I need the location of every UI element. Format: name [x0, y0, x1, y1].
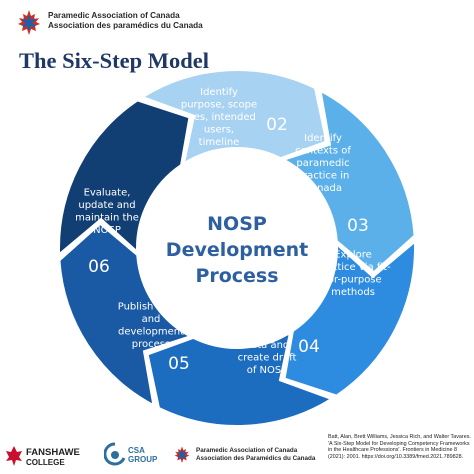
org-name: Paramedic Association of Canada Associat… — [48, 11, 203, 31]
step-number-04: 04 — [298, 337, 320, 357]
fanshawe-name: FANSHAWE — [26, 447, 80, 458]
step-segment-06 — [58, 99, 191, 257]
csa-mark-icon — [104, 442, 126, 466]
csa-group-logo: CSA GROUP — [104, 440, 164, 470]
fanshawe-logo: FANSHAWE COLLEGE — [6, 440, 86, 470]
step-segment-02 — [281, 88, 416, 274]
star-of-life-maple-small-icon — [174, 446, 190, 463]
pac-footer-name-en: Paramedic Association of Canada — [196, 447, 298, 454]
csa-name: CSA — [128, 446, 145, 455]
org-name-fr: Association des paramédics du Canada — [48, 21, 203, 30]
org-name-en: Paramedic Association of Canada — [48, 11, 180, 20]
pac-footer-name-fr: Association des Paramédics du Canada — [196, 454, 316, 462]
fanshawe-crest-icon — [6, 446, 22, 466]
citation-text: Batt, Alan, Brett Williams, Jessica Rich… — [328, 434, 471, 460]
step-number-03: 03 — [347, 216, 369, 236]
header: Paramedic Association of Canada Associat… — [14, 6, 314, 44]
star-of-life-maple-logo — [18, 10, 40, 35]
step-number-02: 02 — [266, 115, 288, 135]
fanshawe-sub: COLLEGE — [26, 458, 65, 467]
step-segment-04 — [146, 330, 334, 427]
step-number-05: 05 — [168, 354, 190, 374]
step-segment-01 — [140, 69, 328, 166]
step-segment-03 — [283, 239, 416, 397]
step-number-06: 06 — [88, 257, 110, 277]
pac-footer-logo: Paramedic Association of Canada Associat… — [172, 440, 322, 470]
step-segment-05 — [58, 222, 193, 408]
csa-sub: GROUP — [128, 455, 158, 464]
center-circle — [141, 152, 333, 344]
page-title: The Six-Step Model — [19, 48, 210, 73]
